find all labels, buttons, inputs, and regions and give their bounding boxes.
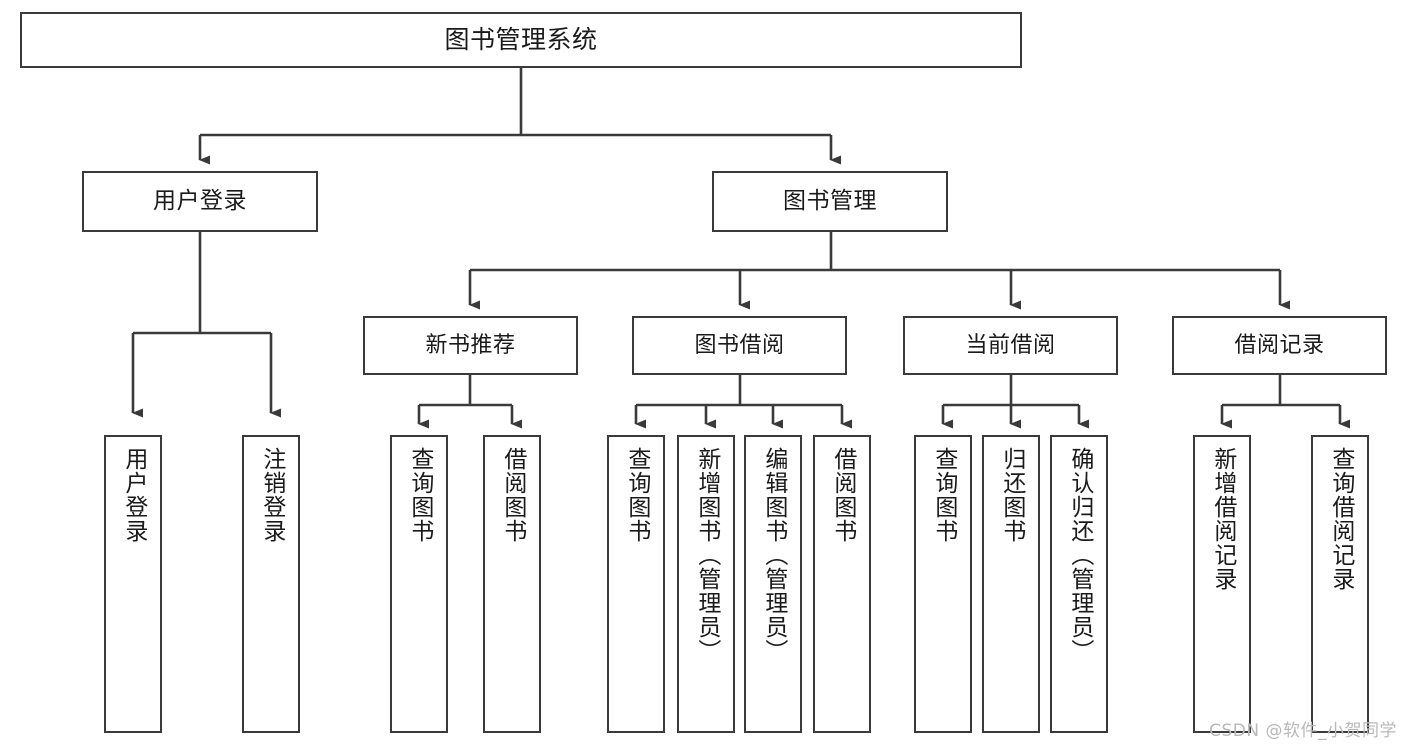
node-label: 借阅图书 [829,447,856,543]
node-label: 当前借阅 [965,332,1056,358]
watermark: CSDN @软件_小贺同学 [1209,721,1397,741]
node-current-borrow[interactable]: 当前借阅 [903,316,1118,375]
leaf-user-login-login[interactable]: 用户登录 [104,435,162,733]
node-label: 确认归还（管理员） [1066,447,1093,663]
node-label: 用户登录 [120,447,147,543]
node-label: 图书管理 [783,188,877,215]
node-label: 新书推荐 [425,332,516,358]
leaf-current-return-book[interactable]: 归还图书 [982,435,1040,733]
leaf-records-query-record[interactable]: 查询借阅记录 [1311,435,1369,733]
node-label: 图书管理系统 [444,25,598,55]
leaf-borrow-query-book[interactable]: 查询图书 [607,435,665,733]
node-label: 新增借阅记录 [1209,447,1236,591]
leaf-borrow-add-book-admin[interactable]: 新增图书（管理员） [677,435,735,733]
node-label: 查询图书 [930,447,957,543]
leaf-current-confirm-return-admin[interactable]: 确认归还（管理员） [1050,435,1108,733]
node-borrow-records[interactable]: 借阅记录 [1172,316,1387,375]
node-label: 借阅图书 [499,447,526,543]
node-label: 归还图书 [998,447,1025,543]
leaf-records-add-record[interactable]: 新增借阅记录 [1193,435,1251,733]
node-label: 图书借阅 [694,332,785,358]
leaf-recommend-borrow-book[interactable]: 借阅图书 [483,435,541,733]
node-label: 编辑图书（管理员） [760,447,787,663]
node-user-login[interactable]: 用户登录 [82,171,318,232]
node-label: 新增图书（管理员） [693,447,720,663]
node-label: 注销登录 [258,447,285,543]
node-book-management[interactable]: 图书管理 [712,171,948,232]
leaf-borrow-borrow-book[interactable]: 借阅图书 [813,435,871,733]
leaf-recommend-query-book[interactable]: 查询图书 [390,435,448,733]
leaf-borrow-edit-book-admin[interactable]: 编辑图书（管理员） [744,435,802,733]
node-label: 借阅记录 [1234,332,1325,358]
leaf-user-login-logout[interactable]: 注销登录 [242,435,300,733]
node-label: 查询图书 [406,447,433,543]
node-label: 查询借阅记录 [1327,447,1354,591]
leaf-current-query-book[interactable]: 查询图书 [914,435,972,733]
node-new-book-recommend[interactable]: 新书推荐 [363,316,578,375]
node-label: 查询图书 [623,447,650,543]
node-root-system[interactable]: 图书管理系统 [20,12,1022,68]
node-label: 用户登录 [153,188,247,215]
node-book-borrow[interactable]: 图书借阅 [632,316,847,375]
